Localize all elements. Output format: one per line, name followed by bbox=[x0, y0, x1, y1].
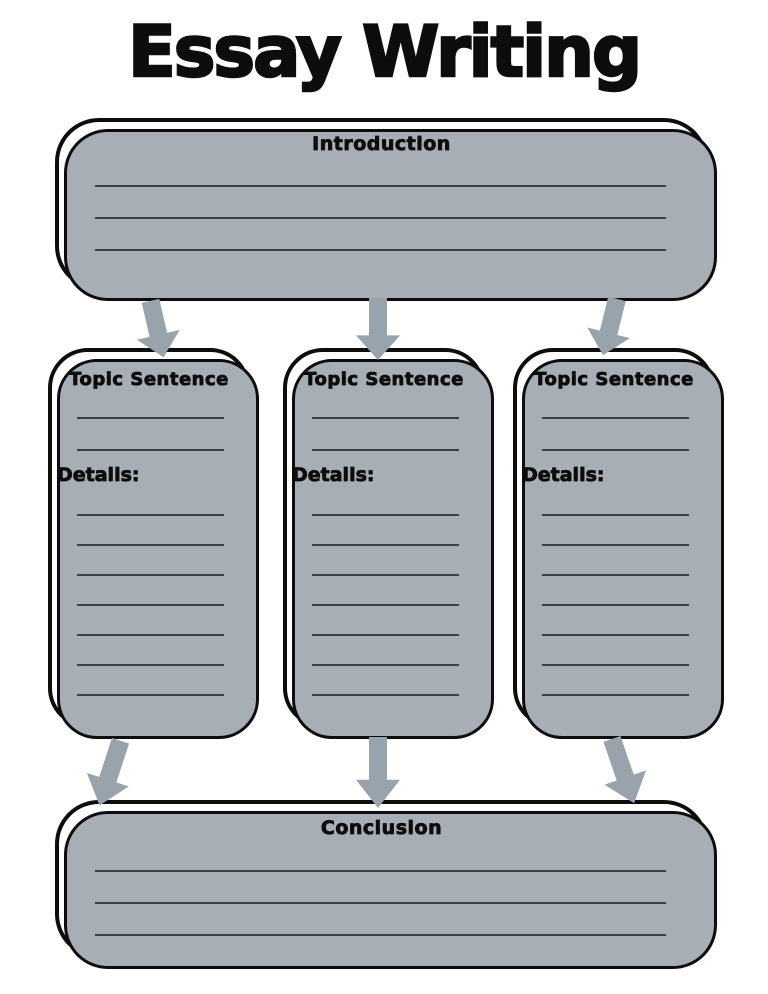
writing-line bbox=[542, 636, 689, 666]
writing-line bbox=[542, 576, 689, 606]
down-arrow-icon bbox=[86, 737, 130, 806]
down-arrow-icon bbox=[136, 298, 180, 358]
writing-line bbox=[95, 187, 666, 219]
details-lines bbox=[542, 486, 689, 696]
writing-line bbox=[312, 576, 459, 606]
details-lines bbox=[312, 486, 459, 696]
conclusion-lines bbox=[95, 840, 666, 936]
introduction-heading: Introduction bbox=[312, 133, 451, 156]
writing-line bbox=[542, 666, 689, 696]
writing-line bbox=[542, 516, 689, 546]
writing-line bbox=[312, 666, 459, 696]
writing-line bbox=[95, 872, 666, 904]
writing-line bbox=[95, 155, 666, 187]
down-arrow-icon bbox=[603, 735, 647, 804]
writing-line bbox=[77, 516, 224, 546]
writing-line bbox=[77, 606, 224, 636]
writing-line bbox=[542, 387, 689, 419]
topic-sentence-box-2: Topic Sentence Details: bbox=[283, 348, 485, 728]
writing-line bbox=[542, 419, 689, 451]
topic-sentence-heading: Topic Sentence bbox=[69, 369, 229, 391]
topic-sentence-heading: Topic Sentence bbox=[534, 369, 694, 391]
topic-sentence-lines bbox=[77, 387, 224, 451]
down-arrow-icon bbox=[356, 298, 400, 360]
details-lines bbox=[77, 486, 224, 696]
writing-line bbox=[542, 486, 689, 516]
writing-line bbox=[312, 419, 459, 451]
conclusion-box: Conclusion bbox=[55, 800, 708, 958]
writing-line bbox=[312, 486, 459, 516]
introduction-lines bbox=[95, 155, 666, 251]
details-label: Details: bbox=[522, 464, 605, 487]
page-title: Essay Writing bbox=[127, 11, 644, 93]
writing-line bbox=[542, 606, 689, 636]
down-arrow-icon bbox=[587, 296, 630, 356]
writing-line bbox=[312, 636, 459, 666]
topic-sentence-box-3: Topic Sentence Details: bbox=[513, 348, 715, 728]
writing-line bbox=[312, 387, 459, 419]
writing-line bbox=[95, 840, 666, 872]
writing-line bbox=[77, 576, 224, 606]
topic-sentence-box-1: Topic Sentence Details: bbox=[48, 348, 250, 728]
writing-line bbox=[77, 486, 224, 516]
writing-line bbox=[542, 546, 689, 576]
writing-line bbox=[77, 419, 224, 451]
writing-line bbox=[95, 904, 666, 936]
conclusion-heading: Conclusion bbox=[320, 817, 443, 840]
topic-sentence-lines bbox=[312, 387, 459, 451]
writing-line bbox=[77, 636, 224, 666]
introduction-box: Introduction bbox=[55, 118, 708, 290]
writing-line bbox=[77, 666, 224, 696]
topic-sentence-lines bbox=[542, 387, 689, 451]
writing-line bbox=[312, 516, 459, 546]
writing-line bbox=[95, 219, 666, 251]
writing-line bbox=[77, 546, 224, 576]
writing-line bbox=[77, 387, 224, 419]
topic-sentence-heading: Topic Sentence bbox=[304, 369, 464, 391]
writing-line bbox=[312, 606, 459, 636]
writing-line bbox=[312, 546, 459, 576]
details-label: Details: bbox=[57, 464, 140, 487]
down-arrow-icon bbox=[356, 737, 400, 808]
details-label: Details: bbox=[292, 464, 375, 487]
